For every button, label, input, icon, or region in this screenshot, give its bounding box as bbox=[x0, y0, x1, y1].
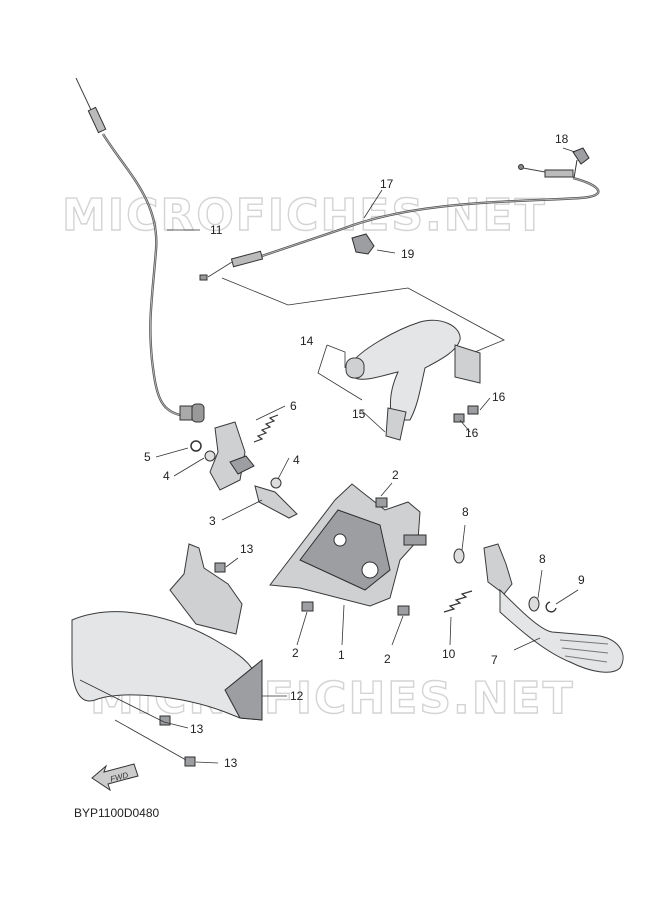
callout-8b: 8 bbox=[539, 552, 546, 566]
callout-8a: 8 bbox=[462, 505, 469, 519]
callout-4b: 4 bbox=[293, 453, 300, 467]
callout-16b: 16 bbox=[465, 426, 479, 440]
cable-17 bbox=[199, 164, 600, 281]
callout-15: 15 bbox=[352, 407, 366, 421]
callout-2c: 2 bbox=[384, 652, 391, 666]
clamp-18 bbox=[572, 147, 590, 179]
bolts-2 bbox=[301, 497, 410, 616]
link-3 bbox=[209, 421, 298, 519]
clip-19 bbox=[351, 233, 375, 255]
clip-5 bbox=[190, 440, 202, 452]
spring-6 bbox=[253, 414, 279, 443]
callout-2b: 2 bbox=[292, 646, 299, 660]
cover-12 bbox=[71, 543, 263, 721]
clip-9 bbox=[545, 601, 557, 613]
watermark-top: MICROFICHES.NET bbox=[62, 190, 547, 241]
bolts-13 bbox=[159, 562, 226, 767]
callout-16a: 16 bbox=[492, 390, 506, 404]
callout-13b: 13 bbox=[190, 722, 204, 736]
callout-6: 6 bbox=[290, 399, 297, 413]
callout-4a: 4 bbox=[163, 469, 170, 483]
pedal-7 bbox=[483, 543, 624, 673]
washer-8-left bbox=[453, 548, 465, 564]
callout-17: 17 bbox=[380, 177, 394, 191]
diagram-code: BYP1100D0480 bbox=[74, 806, 160, 820]
lever-assembly-14 bbox=[345, 319, 481, 441]
callout-7: 7 bbox=[491, 653, 498, 667]
bolts-16 bbox=[453, 405, 479, 423]
callout-1: 1 bbox=[338, 648, 345, 662]
callout-numbers: 11 17 18 19 14 15 16 16 6 5 4 4 3 2 8 13… bbox=[144, 132, 585, 770]
callout-18: 18 bbox=[555, 132, 569, 146]
callout-5: 5 bbox=[144, 450, 151, 464]
callout-12: 12 bbox=[290, 689, 304, 703]
callout-9: 9 bbox=[578, 573, 585, 587]
callout-11: 11 bbox=[210, 223, 223, 237]
callout-14: 14 bbox=[300, 334, 314, 348]
connection-line-upper bbox=[221, 277, 505, 355]
callout-10: 10 bbox=[442, 647, 456, 661]
callout-19: 19 bbox=[401, 247, 415, 261]
spring-10 bbox=[443, 590, 473, 613]
callout-3: 3 bbox=[209, 514, 216, 528]
callout-13c: 13 bbox=[224, 756, 238, 770]
cable-11 bbox=[75, 77, 205, 423]
callout-13a: 13 bbox=[240, 542, 254, 556]
washer-8-right bbox=[528, 596, 540, 612]
bracket-1 bbox=[269, 483, 427, 607]
fwd-arrow-icon: FWD bbox=[91, 763, 139, 792]
washer-4-right bbox=[270, 477, 282, 489]
callout-2a: 2 bbox=[392, 468, 399, 482]
washer-4-left bbox=[204, 450, 216, 462]
leader-lines bbox=[79, 147, 579, 764]
